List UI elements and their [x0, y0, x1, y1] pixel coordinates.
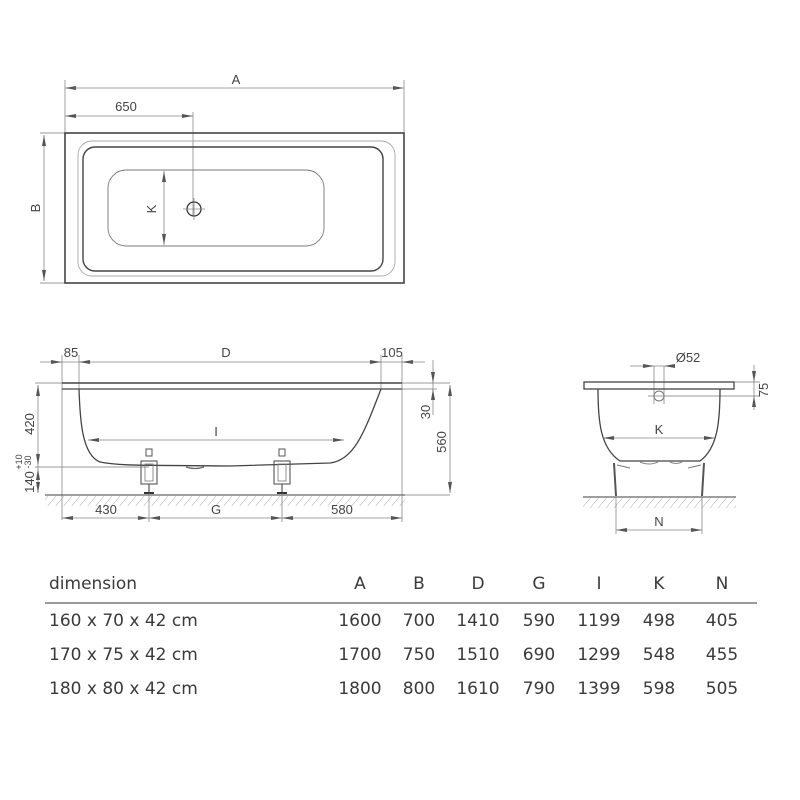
- header-I: I: [596, 574, 602, 594]
- dim-label-580: 580: [331, 502, 353, 517]
- dim-label-105: 105: [381, 345, 403, 360]
- cell-D: 1410: [456, 611, 500, 631]
- dim-label-75: 75: [756, 383, 771, 397]
- cell-I: 1199: [577, 611, 621, 631]
- cell-I: 1399: [577, 679, 621, 699]
- dim-label-560: 560: [434, 431, 449, 453]
- dim-label-N: N: [654, 514, 663, 529]
- dim-label-430: 430: [95, 502, 117, 517]
- dim-label-140: 140: [22, 471, 37, 493]
- table-header-row: dimension A B D G I K N: [45, 574, 757, 604]
- cell-dimension: 170 x 75 x 42 cm: [49, 645, 198, 665]
- cell-D: 1510: [456, 645, 500, 665]
- dim-label-650: 650: [115, 99, 137, 114]
- table-row: 160 x 70 x 42 cm 1600 700 1410 590 1199 …: [45, 604, 757, 638]
- cell-N: 455: [705, 645, 739, 665]
- cell-N: 505: [705, 679, 739, 699]
- dim-label-K-top: K: [144, 204, 159, 213]
- cell-D: 1610: [456, 679, 500, 699]
- cell-G: 690: [522, 645, 556, 665]
- header-K: K: [653, 574, 665, 594]
- header-B: B: [413, 574, 425, 594]
- header-G: G: [532, 574, 546, 594]
- cell-dimension: 180 x 80 x 42 cm: [49, 679, 198, 699]
- dim-label-plus10: +10: [14, 454, 24, 469]
- dim-label-diameter-52: Ø52: [676, 350, 701, 365]
- dim-label-G: G: [211, 502, 221, 517]
- end-view: Ø52 75 K N: [583, 350, 771, 534]
- cell-B: 700: [402, 611, 436, 631]
- dim-label-420: 420: [22, 413, 37, 435]
- side-view: 85 D 105 I: [14, 345, 452, 522]
- dim-label-30: 30: [418, 405, 433, 419]
- header-D: D: [471, 574, 485, 594]
- cell-A: 1800: [338, 679, 382, 699]
- dimensions-table: dimension A B D G I K N 160 x 70 x 42 cm…: [45, 574, 757, 706]
- cell-K: 598: [642, 679, 676, 699]
- dim-label-K-end: K: [655, 422, 664, 437]
- header-N: N: [715, 574, 729, 594]
- cell-A: 1600: [338, 611, 382, 631]
- header-dimension: dimension: [49, 574, 138, 594]
- cell-N: 405: [705, 611, 739, 631]
- cell-K: 498: [642, 611, 676, 631]
- cell-G: 590: [522, 611, 556, 631]
- cell-I: 1299: [577, 645, 621, 665]
- table-row: 170 x 75 x 42 cm 1700 750 1510 690 1299 …: [45, 638, 757, 672]
- top-view: A 650 B K: [28, 72, 405, 284]
- support-foot-right: [273, 448, 291, 494]
- header-A: A: [354, 574, 366, 594]
- dim-label-85: 85: [64, 345, 78, 360]
- cell-A: 1700: [338, 645, 382, 665]
- table-row: 180 x 80 x 42 cm 1800 800 1610 790 1399 …: [45, 672, 757, 706]
- cell-K: 548: [642, 645, 676, 665]
- dim-label-minus30: -30: [23, 455, 33, 468]
- dim-label-I: I: [214, 424, 218, 439]
- cell-dimension: 160 x 70 x 42 cm: [49, 611, 198, 631]
- cell-B: 800: [402, 679, 436, 699]
- dim-label-D: D: [221, 345, 230, 360]
- cell-G: 790: [522, 679, 556, 699]
- cell-B: 750: [402, 645, 436, 665]
- dim-label-A: A: [232, 72, 241, 87]
- dim-label-B: B: [28, 204, 43, 213]
- support-foot-left: [140, 448, 158, 494]
